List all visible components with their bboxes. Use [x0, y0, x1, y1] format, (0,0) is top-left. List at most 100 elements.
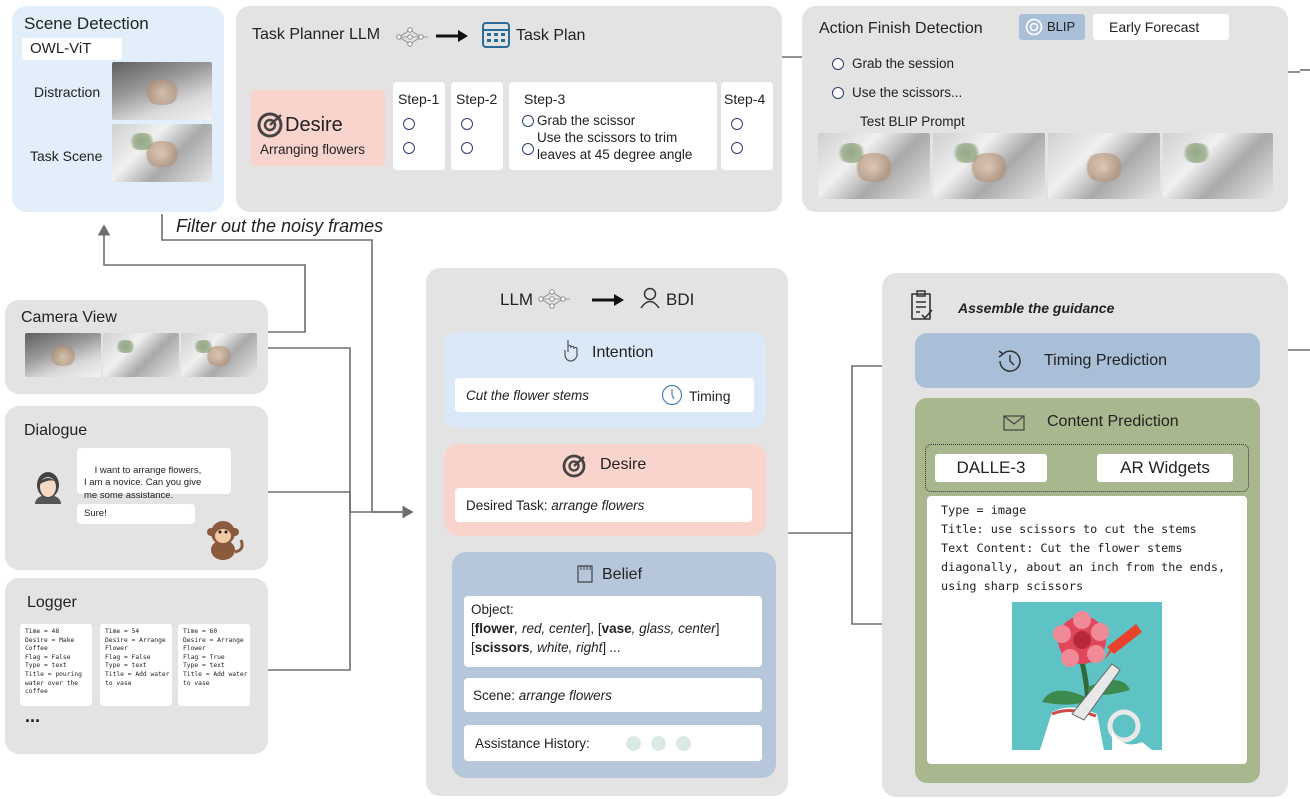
objects-ellipsis: ... [606, 640, 622, 655]
scene-detection-title: Scene Detection [24, 14, 149, 33]
step-3-label: Step-3 [524, 91, 566, 107]
objects-card: Object: [flower, red, center], [vase, gl… [464, 596, 762, 667]
content-prediction-label: Content Prediction [1047, 413, 1179, 430]
calendar-grid-icon [482, 22, 510, 48]
belief-title: Belief [602, 566, 643, 583]
llm-network-icon [538, 289, 570, 309]
user-message-text: I want to arrange flowers, I am a novice… [84, 464, 202, 501]
camera-frame-2 [103, 333, 179, 377]
intention-box: Intention Cut the flower stems Timing [444, 332, 766, 428]
content-line-5: using sharp scissors [941, 579, 1084, 593]
task-planner-llm-label: Task Planner LLM [252, 26, 381, 43]
filter-label: Filter out the noisy frames [176, 216, 384, 236]
guidance-title: Assemble the guidance [958, 300, 1115, 316]
monkey-assistant-icon [207, 521, 244, 560]
generator-options: DALLE-3 AR Widgets [925, 444, 1249, 492]
dalle-label: DALLE-3 [956, 458, 1026, 477]
objects-label: Object: [471, 602, 514, 617]
action-finish-title: Action Finish Detection [819, 20, 983, 37]
step-2-radio-b[interactable] [461, 142, 473, 154]
intention-value: Cut the flower stems [466, 388, 590, 403]
distraction-frame [112, 62, 212, 120]
dalle-button[interactable]: DALLE-3 [935, 454, 1047, 482]
step-3-item-3: leaves at 45 degree angle [537, 147, 693, 162]
task-scene-frame [112, 124, 212, 182]
generated-flower-image [1012, 602, 1162, 750]
planner-desire-box: Desire Arranging flowers [251, 90, 385, 166]
early-forecast-label: Early Forecast [1109, 19, 1200, 35]
timing-prediction-label: Timing Prediction [1044, 352, 1168, 369]
intention-title: Intention [592, 344, 654, 361]
logger-ellipsis: ... [25, 706, 41, 726]
blip-logo-icon [1025, 18, 1043, 36]
guidance-panel: Assemble the guidance Timing Prediction … [882, 273, 1288, 797]
action-frame-3 [1048, 133, 1160, 199]
envelope-icon [1003, 415, 1025, 431]
camera-view-panel: Camera View [5, 300, 268, 394]
action-row-2-radio[interactable] [832, 87, 844, 99]
content-line-2: Title: use scissors to cut the stems [941, 522, 1197, 536]
user-message-bubble: I want to arrange flowers, I am a novice… [77, 448, 231, 501]
owlvit-label: OWL-ViT [30, 40, 92, 57]
assistance-history-card: Assistance History: [464, 725, 762, 761]
blip-label: BLIP [1047, 19, 1076, 34]
hand-pointer-icon [564, 340, 578, 362]
right-arrow-icon [436, 30, 468, 42]
step-3-item-1: Grab the scissor [537, 113, 636, 128]
step-1-radio-b[interactable] [403, 142, 415, 154]
ar-widgets-label: AR Widgets [1120, 458, 1210, 477]
step-4-radio-b[interactable] [731, 142, 743, 154]
step-1-card: Step-1 [393, 82, 445, 170]
log-entry-2: Time = 54 Desire = Arrange Flower Flag =… [100, 624, 172, 706]
intention-card: Cut the flower stems Timing [455, 378, 754, 412]
objects-line-1: [flower, red, center], [vase, glass, cen… [471, 621, 720, 636]
bdi-llm-label: LLM [500, 290, 534, 309]
logger-title: Logger [27, 594, 77, 611]
belief-box: Belief Object: [flower, red, center], [v… [452, 552, 776, 778]
neural-network-icon [396, 27, 428, 47]
scene-card: Scene: arrange flowers [464, 678, 762, 712]
distraction-label: Distraction [34, 84, 101, 100]
step-2-label: Step-2 [456, 91, 498, 107]
action-frame-4 [1163, 133, 1273, 199]
assistance-history-label: Assistance History: [475, 736, 590, 751]
step-2-radio-a[interactable] [461, 118, 473, 130]
history-dot-3 [676, 736, 691, 751]
dialogue-panel: Dialogue I want to arrange flowers, I am… [5, 406, 268, 570]
desired-task-text: Desired Task: arrange flowers [466, 498, 644, 513]
action-frame-1 [818, 133, 930, 199]
step-1-radio-a[interactable] [403, 118, 415, 130]
history-dot-2 [651, 736, 666, 751]
object-flower: flower [474, 621, 515, 636]
action-row-1-radio[interactable] [832, 58, 844, 70]
camera-view-title: Camera View [21, 309, 117, 326]
clock-icon [661, 384, 683, 406]
log-entry-1: Time = 48 Desire = Make Coffee Flag = Fa… [20, 624, 92, 706]
step-3-card: Step-3 Grab the scissor Use the scissors… [509, 82, 717, 170]
content-line-4: diagonally, about an inch from the ends, [941, 560, 1226, 574]
step-4-radio-a[interactable] [731, 118, 743, 130]
object-vase-attrs: , glass, center [631, 621, 716, 636]
blip-badge: BLIP [1019, 14, 1085, 40]
step-3-radio-a[interactable] [522, 115, 534, 127]
history-dot-1 [626, 736, 641, 751]
ar-widgets-button[interactable]: AR Widgets [1097, 454, 1233, 482]
step-3-radio-b[interactable] [522, 143, 534, 155]
step-4-label: Step-4 [724, 91, 766, 107]
assistant-reply-bubble: Sure! [77, 504, 195, 524]
task-scene-label: Task Scene [30, 148, 103, 164]
bdi-label: BDI [666, 290, 695, 309]
camera-frame-3 [181, 333, 257, 377]
early-forecast-badge: Early Forecast [1093, 14, 1229, 40]
person-icon [640, 287, 660, 309]
action-row-1-label: Grab the session [852, 56, 955, 71]
clipboard-icon [911, 290, 933, 320]
desire-title: Desire [600, 456, 647, 473]
camera-frame-1 [25, 333, 101, 377]
action-frame-2 [933, 133, 1045, 199]
planner-desire-value: Arranging flowers [260, 142, 366, 157]
note-icon [577, 565, 593, 583]
object-scissors: scissors [474, 640, 530, 655]
object-vase: vase [601, 621, 632, 636]
desire-target-icon [562, 454, 586, 478]
